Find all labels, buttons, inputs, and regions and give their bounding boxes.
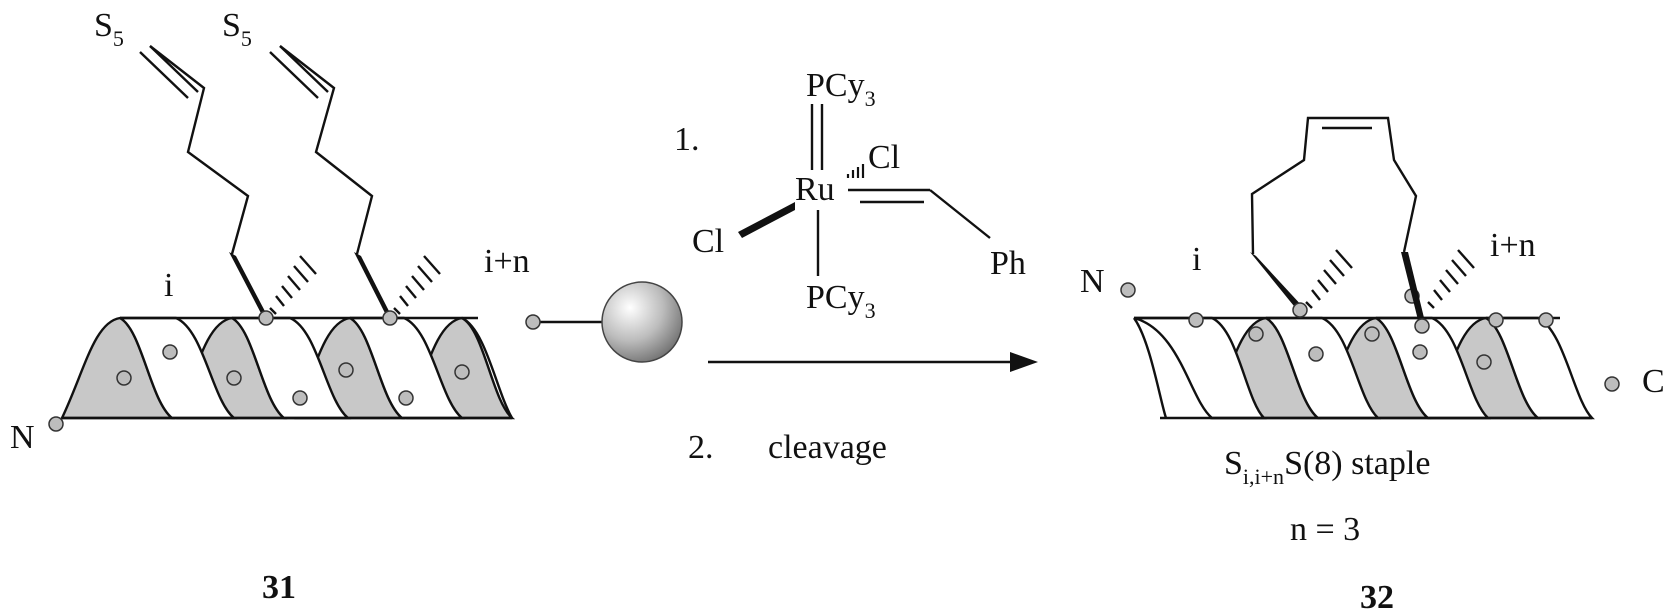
step-number-2: 2. bbox=[688, 429, 714, 466]
side-chain-2 bbox=[269, 45, 441, 326]
chloride-label: Cl bbox=[692, 223, 724, 260]
residue-label-i-plus-n: i+n bbox=[1490, 227, 1536, 264]
n-terminus-label: N bbox=[1080, 263, 1105, 300]
side-chain-label-s5: S5 bbox=[94, 7, 124, 51]
wedge-bond bbox=[1250, 252, 1303, 311]
wedge-bond bbox=[229, 252, 268, 319]
ruthenium-label: Ru bbox=[795, 171, 835, 208]
step-2-cleavage: cleavage bbox=[768, 429, 887, 466]
residue-label-i: i bbox=[164, 267, 173, 304]
ligand-pcy3-top: PCy3 bbox=[806, 67, 876, 111]
wedge-bond bbox=[354, 252, 392, 319]
grubbs-catalyst: PCy3 Ru Cl Cl Ph PCy3 bbox=[692, 67, 1026, 323]
c-terminus-label: C bbox=[1642, 363, 1665, 400]
ligand-pcy3-bottom: PCy3 bbox=[806, 279, 876, 323]
hash-bond bbox=[1305, 249, 1353, 309]
reaction-arrow bbox=[708, 352, 1038, 372]
resin-bead bbox=[601, 281, 683, 363]
wedge-bond bbox=[738, 202, 795, 238]
side-chain-1 bbox=[139, 45, 317, 326]
residue-label-i: i bbox=[1192, 241, 1201, 278]
hash-bond bbox=[846, 164, 865, 178]
n-value-label: n = 3 bbox=[1290, 511, 1360, 548]
staple-label: Si,i+nS(8) staple bbox=[1224, 445, 1430, 489]
right-helix bbox=[1120, 282, 1620, 420]
chloride-label: Cl bbox=[868, 139, 900, 176]
hash-bond bbox=[269, 255, 317, 315]
phenyl-label: Ph bbox=[990, 245, 1026, 282]
residue-label-i-plus-n: i+n bbox=[484, 243, 530, 280]
n-terminus-label: N bbox=[10, 419, 35, 456]
left-peptide-31: S5 S5 i i+n N 31 bbox=[10, 7, 683, 606]
reaction-conditions: 1. PCy3 Ru Cl Cl Ph PCy3 2. cleavage bbox=[674, 67, 1038, 466]
right-peptide-32: N i i+n C Si,i+nS(8) staple n = 3 32 bbox=[1080, 116, 1665, 613]
compound-number-31: 31 bbox=[262, 569, 296, 606]
wedge-bond bbox=[1401, 252, 1426, 328]
side-chain-label-s5: S5 bbox=[222, 7, 252, 51]
hash-bond bbox=[393, 255, 441, 315]
hash-bond bbox=[1427, 249, 1475, 309]
hydrocarbon-staple bbox=[1250, 116, 1475, 334]
compound-number-32: 32 bbox=[1360, 579, 1394, 613]
left-helix bbox=[48, 314, 604, 432]
step-number-1: 1. bbox=[674, 121, 700, 158]
